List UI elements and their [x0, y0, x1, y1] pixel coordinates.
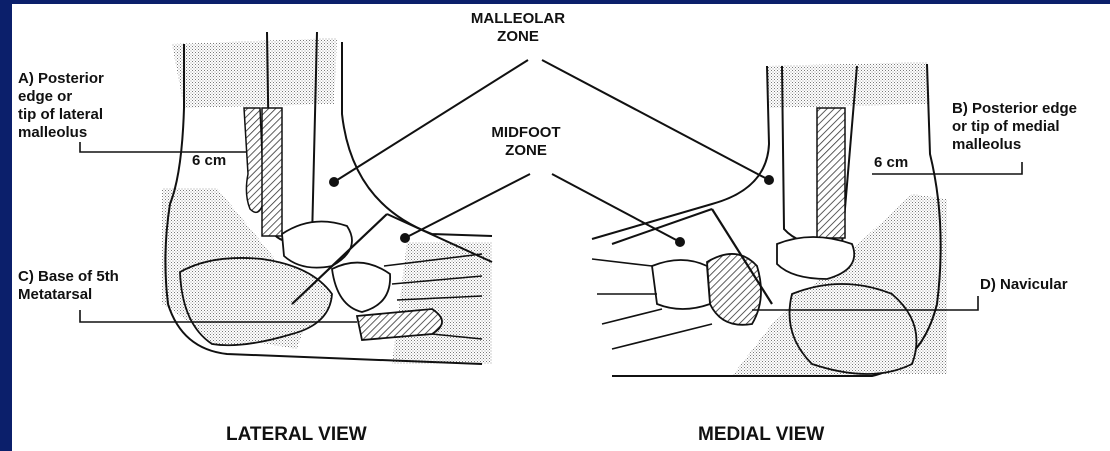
label-c: C) Base of 5th Metatarsal — [18, 268, 119, 304]
lateral-view-title: LATERAL VIEW — [226, 424, 367, 446]
figure-frame: MALLEOLAR ZONE MIDFOOT ZONE A) Posterior… — [12, 4, 1110, 451]
lateral-forefoot-stipple — [392, 242, 492, 364]
medial-leg-stipple — [767, 62, 930, 108]
lateral-cuboid — [332, 263, 390, 312]
label-a: A) Posterior edge or tip of lateral mall… — [18, 70, 104, 142]
medial-talus — [777, 237, 854, 279]
leader-a — [80, 142, 247, 152]
measure-left: 6 cm — [192, 152, 226, 170]
lateral-fibula — [244, 108, 264, 212]
medial-view-title: MEDIAL VIEW — [698, 424, 824, 446]
medial-malleolus-hatch — [817, 108, 845, 238]
lateral-view-drawing — [80, 32, 492, 364]
label-b: B) Posterior edge or tip of medial malle… — [952, 100, 1077, 154]
medial-navicular — [707, 254, 761, 325]
medial-cuneiforms — [652, 260, 710, 309]
lateral-malleolus-hatch — [262, 108, 282, 236]
midfoot-zone-label: MIDFOOT ZONE — [482, 124, 570, 160]
ankle-rules-diagram — [12, 4, 1110, 451]
lateral-leg-stipple — [172, 38, 337, 108]
lateral-calcaneus — [180, 258, 332, 345]
measure-right: 6 cm — [874, 154, 908, 172]
label-d: D) Navicular — [980, 276, 1068, 294]
lateral-talus — [282, 222, 352, 268]
malleolar-zone-label: MALLEOLAR ZONE — [470, 10, 566, 46]
